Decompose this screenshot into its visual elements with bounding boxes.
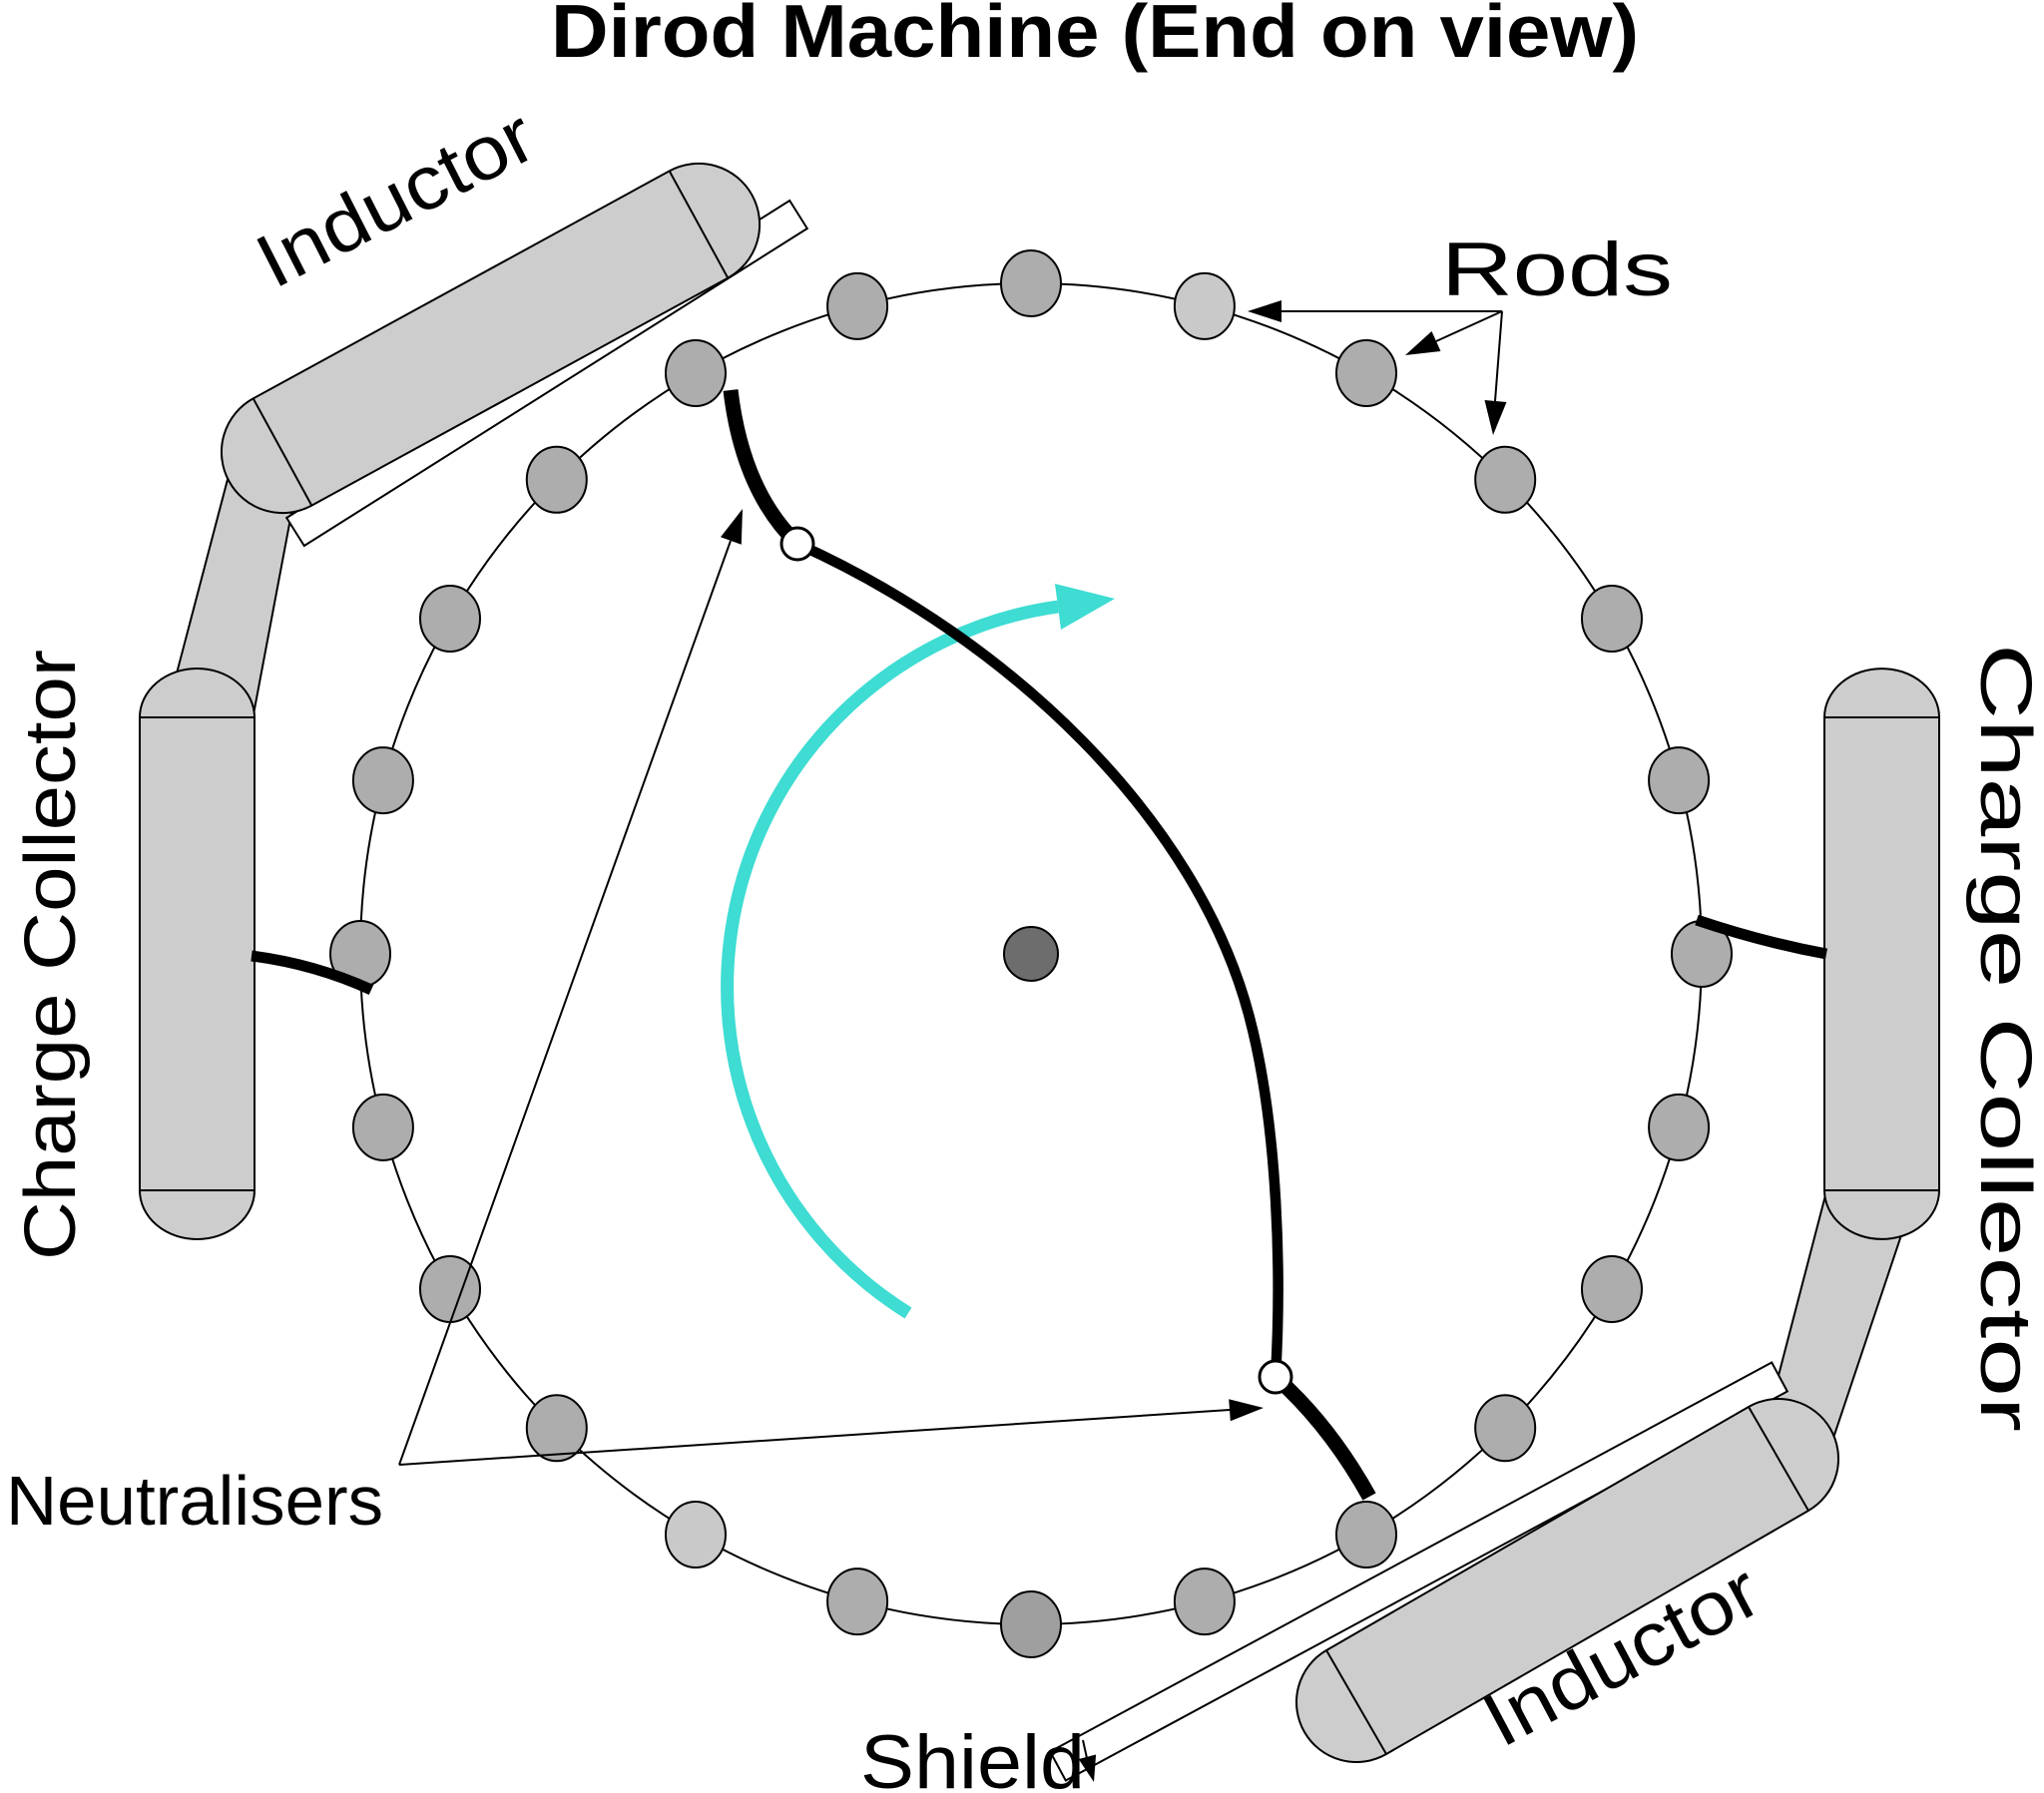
shield-label: Shield [860,1720,1085,1793]
rods-label: Rods [1441,227,1673,312]
rods-pointer-line-2 [1435,310,1503,342]
rod [1335,339,1397,407]
neutralisers-pointer-line-1 [398,540,732,1466]
inductor-assembly-bottom-right [1048,1193,1909,1782]
charge-collector-left-cap-bottom [138,1189,256,1240]
neutralisers-label: Neutralisers [6,1462,383,1540]
rod [826,271,889,340]
rods-pointer-arrowhead-2 [1405,331,1441,355]
page-title: Dirod Machine (End on view) [551,0,1639,73]
charge-collector-right-cap-top [1822,668,1941,718]
neutraliser-pivot-upper [779,526,815,562]
neutralisers-pointer-arrowhead-2 [1229,1399,1264,1422]
neutralisers-pointers [398,540,1231,1466]
collector-brush-left [251,950,374,996]
rod [1648,746,1711,815]
charge-collector-left-body [139,716,256,1191]
charge-collector-left-label: Charge Collector [11,650,91,1260]
charge-collector-left-cap-top [138,668,256,718]
rotation-arrowhead [1055,584,1115,630]
inductor-top-cap-line-right [668,170,730,279]
rod [1648,1093,1711,1161]
inductor-bottom-cap-line-left [1325,1649,1387,1755]
rod [1173,1568,1236,1636]
collector-brush-right [1695,914,1827,960]
charge-collector-right-label: Charge Collector [1965,644,2044,1432]
inductor-bottom-cap-line-right [1748,1406,1809,1512]
rod [1173,271,1236,340]
inductor-assembly-top-left [170,162,809,716]
rods-pointer-arrowhead-1 [1248,300,1281,322]
rods-layer [329,249,1733,1658]
rods-pointer-arrowhead-3 [1484,400,1507,435]
charge-collector-right [1695,668,1941,1240]
rod [1474,445,1537,514]
shield-pointer-line [1082,1739,1088,1759]
rod [1474,1394,1537,1463]
rod [1335,1501,1397,1569]
rotation-arrow-arc [721,600,1059,1319]
neutraliser-bar-main [794,539,1283,1378]
rod [1581,1255,1643,1323]
rod [525,445,588,514]
charge-collector-right-cap-bottom [1822,1189,1941,1240]
shaft-dot [1003,926,1059,982]
rotation-indicator [721,584,1115,1319]
rod [351,746,414,815]
inductor-top-cap-line-left [252,397,313,507]
rods-pointers [1281,310,1503,402]
neutraliser-bar [723,389,1376,1501]
rod [665,1501,727,1569]
charge-collector-left [138,668,374,1240]
rod [419,585,481,653]
shield-pointer-arrowhead [1078,1754,1097,1782]
rod [826,1568,889,1636]
rod [525,1394,588,1463]
rod [351,1093,414,1161]
rod [1581,585,1643,653]
shield-plate-bottom [1048,1361,1789,1782]
rod [665,339,727,407]
rod [1000,1590,1062,1658]
rods-pointer-line-3 [1494,310,1503,402]
neutralisers-pointer-arrowhead-1 [721,509,743,545]
neutralisers-pointer-line-2 [398,1409,1231,1466]
neutraliser-brush-upper [723,389,803,550]
neutraliser-pivot-lower [1258,1359,1293,1395]
charge-collector-right-body [1823,716,1940,1191]
rod [1000,249,1062,317]
